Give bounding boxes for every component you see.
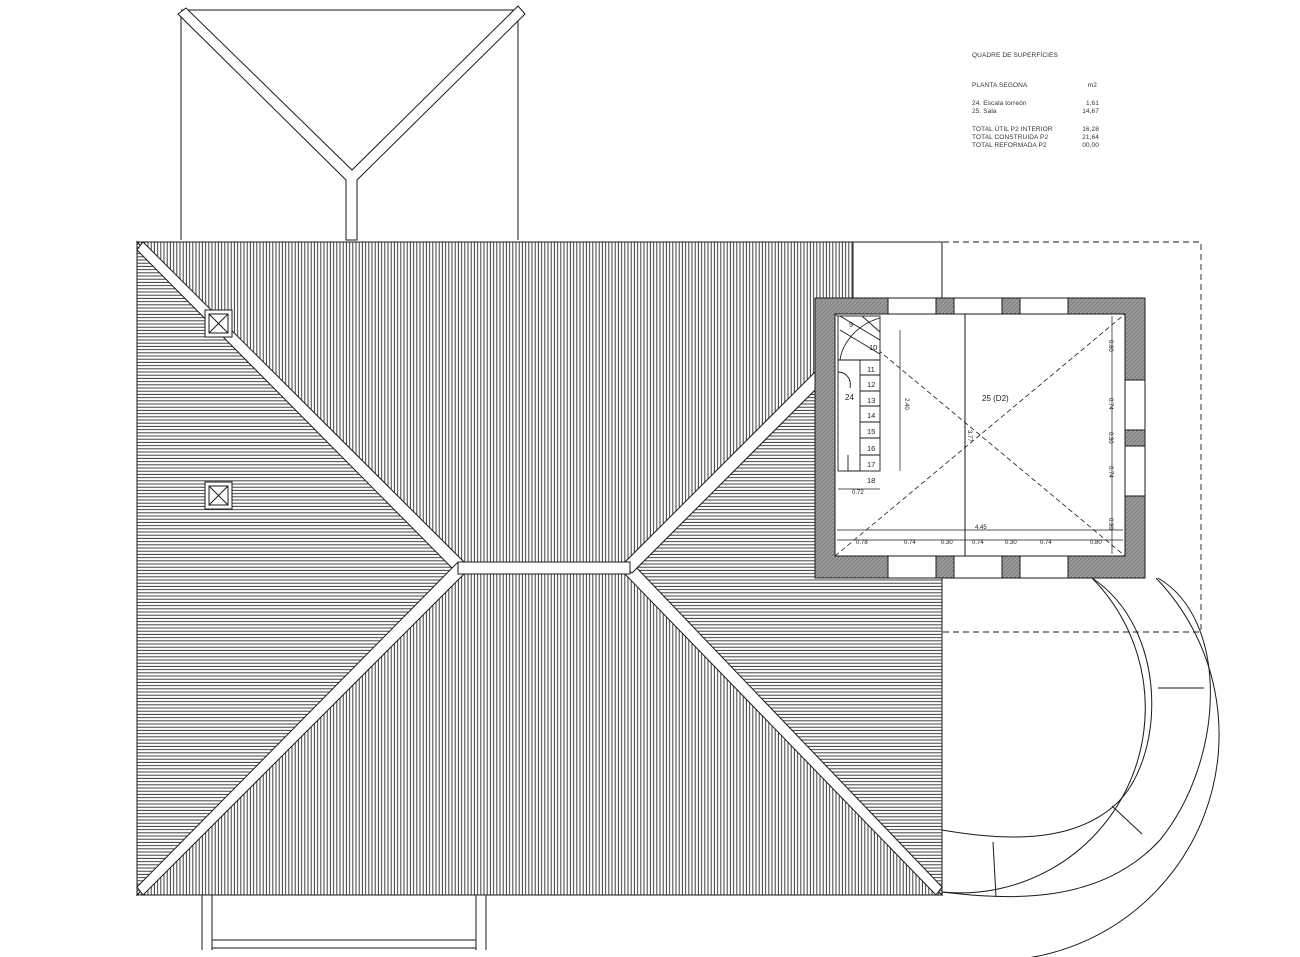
dim-right-segment: 0.30 (1107, 432, 1113, 444)
dim-right-segment: 0.74 (1107, 398, 1113, 410)
curved-terrace (906, 577, 1220, 957)
stair-step: 15 (867, 427, 875, 436)
floor-label: PLANTA SEGONA (972, 82, 1028, 89)
room-row: 25. Sala 14,67 (972, 108, 1099, 116)
stair-step: 11 (867, 365, 875, 374)
dim-bottom-segment: 0.30 (1005, 540, 1017, 546)
dim-bottom-segment: 0.74 (972, 540, 984, 546)
room-24-label: 24 (845, 393, 854, 402)
stair-step: 14 (867, 411, 875, 420)
total-row: TOTAL ÚTIL P2 INTERIOR 16,28 (972, 126, 1099, 134)
dim-room-width: 4.45 (975, 525, 987, 531)
stair-step: 9 (849, 320, 853, 329)
top-gable-structure (177, 5, 526, 241)
stair-step: 12 (867, 380, 875, 389)
room-name: 24. Escala torreón (972, 100, 1027, 107)
dim-bottom-segment: 0.74 (904, 540, 916, 546)
total-value: 21,64 (1082, 134, 1099, 141)
room-row: 24. Escala torreón 1,61 (972, 100, 1099, 108)
dim-bottom-segment: 0.78 (856, 540, 868, 546)
dim-bottom-segment: 0.80 (1090, 540, 1102, 546)
total-value: 16,28 (1082, 126, 1099, 133)
stair-step: 13 (867, 396, 875, 405)
dim-bottom-segment: 0.30 (941, 540, 953, 546)
dim-bottom-segment: 0.74 (1040, 540, 1052, 546)
total-row: TOTAL REFORMADA P2 00,00 (972, 142, 1099, 150)
dim-stair-length: 2.40 (903, 398, 909, 410)
dim-room-depth: 3.77 (966, 430, 972, 442)
room-area: 14,67 (1082, 108, 1099, 115)
tower-room: 9 10 11 12 13 14 15 16 17 18 24 25 (D2) … (814, 297, 1146, 579)
total-value: 00,00 (1082, 142, 1099, 149)
room-name: 25. Sala (972, 108, 997, 115)
unit-label: m2 (1087, 82, 1097, 89)
total-name: TOTAL ÚTIL P2 INTERIOR (972, 126, 1053, 133)
roof-vents (204, 309, 233, 510)
stair (837, 315, 881, 472)
stair-step: 10 (869, 343, 877, 352)
total-name: TOTAL CONSTRUIDA P2 (972, 134, 1049, 141)
stair-step: 16 (867, 444, 875, 453)
total-row: TOTAL CONSTRUIDA P2 21,64 (972, 134, 1099, 142)
room-area: 1,61 (1085, 100, 1099, 107)
bottom-porch (201, 895, 487, 950)
stair-step-numbers: 9 10 11 12 13 14 15 16 17 18 (849, 320, 877, 485)
stair-step: 18 (867, 476, 875, 485)
surface-table-title: QUADRE DE SUPERFÍCIES (972, 52, 1058, 59)
dim-right-segment: 0.90 (1107, 518, 1113, 530)
floor-header-row: PLANTA SEGONA m2 (972, 82, 1099, 90)
total-name: TOTAL REFORMADA P2 (972, 142, 1047, 149)
dim-right-segment: 0.74 (1107, 466, 1113, 478)
room-25-label: 25 (D2) (982, 394, 1009, 403)
dim-stair-width: 0.72 (852, 490, 864, 496)
dim-right-segment: 0.80 (1107, 340, 1113, 352)
stair-step: 17 (867, 460, 875, 469)
